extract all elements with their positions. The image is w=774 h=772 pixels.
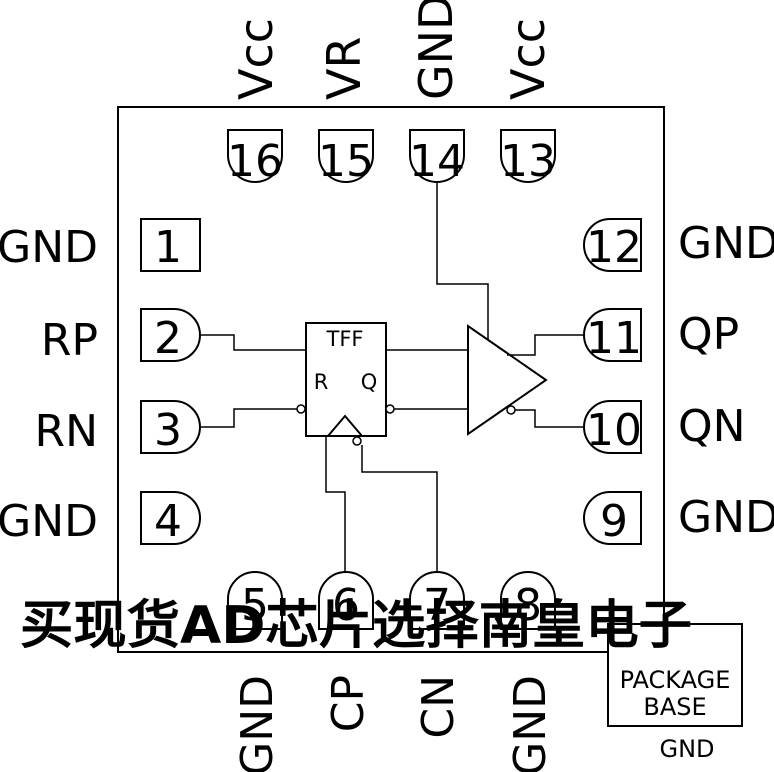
left-pin-name-4: GND bbox=[0, 496, 98, 547]
top-pin-number-13: 13 bbox=[500, 136, 556, 187]
right-pin-number-10: 10 bbox=[586, 405, 642, 456]
top-pin-number-15: 15 bbox=[318, 136, 374, 187]
left-pin-name-1: GND bbox=[0, 222, 98, 273]
package-base-ground: GND bbox=[659, 735, 714, 763]
right-pad-12 bbox=[583, 218, 642, 272]
top-pad-14 bbox=[409, 129, 465, 183]
wire-qn bbox=[515, 409, 584, 428]
wiring bbox=[200, 182, 584, 572]
left-pin-number-3: 3 bbox=[154, 405, 182, 456]
left-pad-2 bbox=[140, 308, 201, 362]
left-pin-number-1: 1 bbox=[154, 222, 182, 273]
bottom-pad-6 bbox=[318, 571, 374, 630]
top-pin-name-13: Vcc bbox=[501, 18, 555, 100]
bottom-pin-number-7: 7 bbox=[423, 580, 451, 631]
tff-r-bubble bbox=[296, 404, 306, 414]
left-pin-name-2: RP bbox=[41, 315, 98, 366]
package-base-line2: BASE bbox=[643, 693, 706, 721]
tff-r-label: R bbox=[314, 370, 329, 394]
right-pin-number-9: 9 bbox=[600, 496, 628, 547]
right-pad-11 bbox=[583, 308, 642, 362]
wire-cn bbox=[361, 445, 438, 572]
top-pad-13 bbox=[500, 129, 556, 183]
package-base-line1: PACKAGE bbox=[620, 666, 731, 694]
bottom-pad-8 bbox=[500, 571, 556, 630]
watermark-text: 买现货AD芯片选择南皇电子 bbox=[20, 596, 692, 656]
right-pin-name-12: GND bbox=[678, 218, 774, 269]
bottom-pin-name-5: GND bbox=[232, 675, 283, 772]
bottom-pad-5 bbox=[227, 571, 283, 630]
wire-cp bbox=[325, 436, 346, 572]
right-pin-name-10: QN bbox=[678, 401, 746, 452]
top-pad-15 bbox=[318, 129, 374, 183]
tff-q-label: Q bbox=[361, 370, 378, 394]
right-pin-name-11: QP bbox=[678, 309, 739, 360]
left-pin-name-3: RN bbox=[35, 406, 99, 457]
tff-qbar-bubble bbox=[385, 404, 395, 414]
package-base-box bbox=[607, 623, 743, 727]
package-outline bbox=[117, 106, 665, 653]
buffer-out-bubble bbox=[506, 405, 516, 415]
top-pin-number-14: 14 bbox=[409, 136, 465, 187]
right-pin-number-12: 12 bbox=[586, 222, 642, 273]
tff-title: TFF bbox=[326, 327, 364, 351]
left-pin-number-4: 4 bbox=[154, 496, 182, 547]
left-pad-1 bbox=[140, 218, 201, 272]
bottom-pin-number-6: 6 bbox=[332, 580, 360, 631]
wire-vr bbox=[436, 182, 489, 340]
wire-rn bbox=[200, 408, 297, 428]
bottom-pin-name-6: CP bbox=[323, 675, 374, 732]
output-buffer bbox=[467, 324, 548, 436]
bottom-pin-number-5: 5 bbox=[241, 580, 269, 631]
bottom-pad-7 bbox=[409, 571, 465, 630]
tff-clock-triangle bbox=[327, 414, 363, 437]
left-pin-number-2: 2 bbox=[154, 313, 182, 364]
top-pin-name-15: VR bbox=[317, 37, 371, 100]
left-pad-4 bbox=[140, 491, 201, 545]
right-pin-number-11: 11 bbox=[586, 313, 642, 364]
right-pad-9 bbox=[583, 491, 642, 545]
top-pin-number-16: 16 bbox=[227, 136, 283, 187]
left-pad-3 bbox=[140, 400, 201, 454]
bottom-pin-name-7: CN bbox=[413, 675, 464, 739]
top-pin-name-14: GND bbox=[409, 0, 463, 100]
right-pin-name-9: GND bbox=[678, 492, 774, 543]
wire-qp bbox=[507, 334, 584, 356]
wire-rp bbox=[200, 334, 306, 351]
tff-clock-bubble bbox=[352, 436, 362, 446]
bottom-pin-name-8: GND bbox=[505, 675, 556, 772]
top-pin-name-16: Vcc bbox=[229, 18, 283, 100]
top-pad-16 bbox=[227, 129, 283, 183]
right-pad-10 bbox=[583, 400, 642, 454]
bottom-pin-number-8: 8 bbox=[514, 580, 542, 631]
